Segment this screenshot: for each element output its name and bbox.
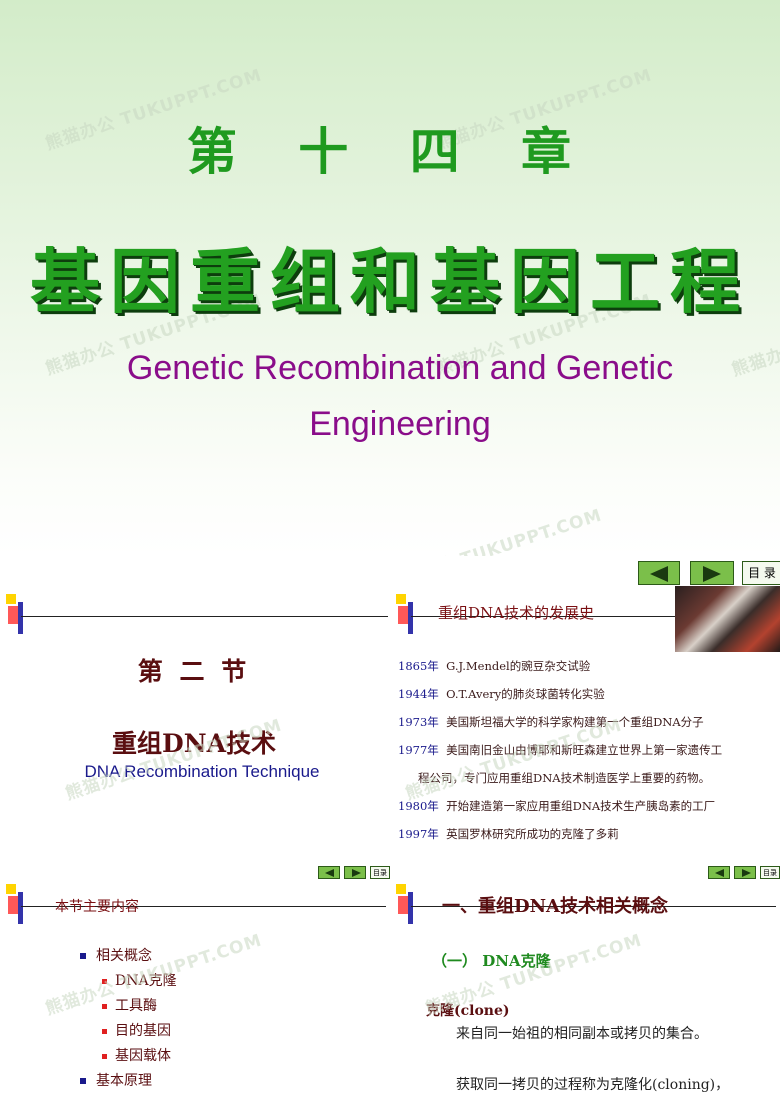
watermark: 熊猫办公 TUKUPPT.COM <box>383 505 605 556</box>
history-header: 重组DNA技术的发展史 <box>438 604 594 622</box>
title-slide: 熊猫办公 TUKUPPT.COM 熊猫办公 TUKUPPT.COM 熊猫办公 T… <box>0 0 780 556</box>
next-slide-button[interactable] <box>734 866 756 879</box>
section-subtitle-cn: 重组DNA技术 <box>112 729 276 758</box>
timeline-row: 程公司，专门应用重组DNA技术制造医学上重要的药物。 <box>418 771 711 785</box>
main-title-cn: 基因重组和基因工程 <box>30 240 750 323</box>
arrow-right-icon <box>703 566 721 582</box>
prev-slide-button[interactable] <box>638 561 680 585</box>
history-slide: 重组DNA技术的发展史 1865年 G.J.Mendel的豌豆杂交试验 1944… <box>390 586 780 856</box>
toc-button[interactable]: 目录 <box>370 866 390 879</box>
history-timeline: 1865年 G.J.Mendel的豌豆杂交试验 1944年 O.T.Avery的… <box>398 652 722 848</box>
main-title-en-line1: Genetic Recombination and Genetic <box>126 349 674 387</box>
contents-header: 本节主要内容 <box>55 899 139 915</box>
bullet-icon <box>102 1003 107 1009</box>
contents-list: 相关概念 DNA克隆 工具酶 目的基因 基因载体 基本原理 <box>80 944 177 1094</box>
timeline-row: 1997年 英国罗林研究所成功的克隆了多莉 <box>398 827 619 841</box>
section-subtitle-en: DNA Recombination Technique <box>84 762 320 781</box>
timeline-row: 1973年 美国斯坦福大学的科学家构建第一个重组DNA分子 <box>398 715 704 729</box>
concept-subheading: （一） DNA克隆 <box>432 952 551 970</box>
timeline-row: 1977年 美国南旧金山由博耶和斯旺森建立世界上第一家遗传工 <box>398 743 723 757</box>
section-heading: 第 二 节 <box>137 657 251 686</box>
next-slide-button[interactable] <box>344 866 366 879</box>
arrow-left-icon <box>650 566 668 582</box>
main-title-en: Genetic Recombination and Genetic Engine… <box>60 340 740 452</box>
timeline-row: 1944年 O.T.Avery的肺炎球菌转化实验 <box>398 687 605 701</box>
bullet-icon <box>80 953 86 959</box>
main-title-en-line2: Engineering <box>309 405 491 443</box>
arrow-right-icon <box>352 869 361 877</box>
concept-header: 一、重组DNA技术相关概念 <box>442 896 669 917</box>
lab-photo <box>675 586 780 652</box>
list-item: 相关概念 <box>80 944 177 969</box>
bullet-icon <box>102 1053 107 1059</box>
concept-definition: 来自同一始祖的相同副本或拷贝的集合。 <box>456 1026 708 1042</box>
arrow-right-icon <box>742 869 751 877</box>
section-slide: 第 二 节 重组DNA技术 DNA Recombination Techniqu… <box>0 586 388 856</box>
list-item: DNA克隆 <box>80 969 177 994</box>
list-item: 工具酶 <box>80 994 177 1019</box>
timeline-row: 1865年 G.J.Mendel的豌豆杂交试验 <box>398 659 591 673</box>
list-item: 基本原理 <box>80 1069 177 1094</box>
bullet-icon <box>80 1078 86 1084</box>
concept-line2: 获取同一拷贝的过程称为克隆化(cloning)， <box>456 1077 730 1093</box>
bullet-icon <box>102 978 107 984</box>
toc-button[interactable]: 目录 <box>760 866 780 879</box>
list-item: 目的基因 <box>80 1019 177 1044</box>
contents-slide: 本节主要内容 相关概念 DNA克隆 工具酶 目的基因 基因载体 基本原理 <box>0 880 388 1102</box>
timeline-row: 1980年 开始建造第一家应用重组DNA技术生产胰岛素的工厂 <box>398 799 716 813</box>
chapter-title: 第 十 四 章 <box>186 123 594 181</box>
next-slide-button[interactable] <box>690 561 734 585</box>
toc-button[interactable]: 目 录 <box>742 561 780 585</box>
arrow-left-icon <box>325 869 334 877</box>
concept-term: 克隆(clone) <box>426 1003 510 1019</box>
concept-slide: 一、重组DNA技术相关概念 （一） DNA克隆 克隆(clone) 来自同一始祖… <box>390 880 780 1102</box>
arrow-left-icon <box>715 869 724 877</box>
prev-slide-button[interactable] <box>318 866 340 879</box>
list-item: 基因载体 <box>80 1044 177 1069</box>
prev-slide-button[interactable] <box>708 866 730 879</box>
bullet-icon <box>102 1028 107 1034</box>
